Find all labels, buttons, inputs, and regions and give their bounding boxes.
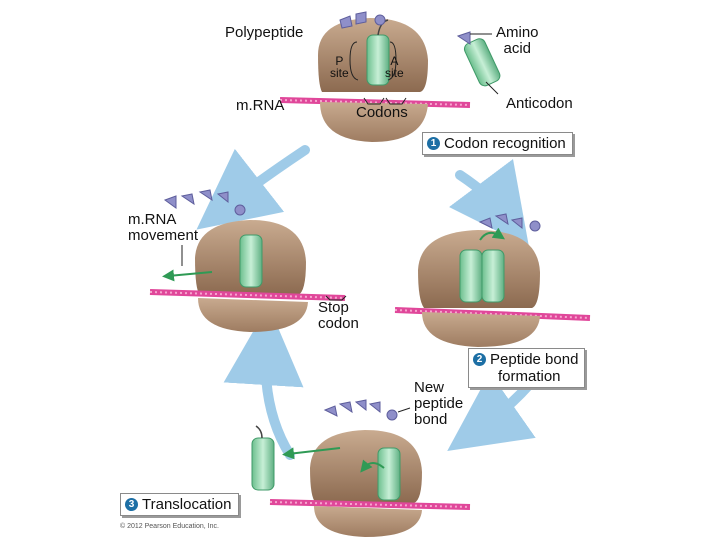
amino-acid-bead [338, 401, 353, 414]
mrna-label-top: m.RNA [236, 97, 285, 114]
new-peptide-bond-label-line3: bond [414, 411, 448, 428]
step-number-badge: 1 [427, 137, 440, 150]
amino-acid-bead [354, 399, 367, 412]
green-arrow-translocation [360, 459, 385, 473]
amino-acid-bead [355, 11, 367, 25]
new-peptide-bond-label-line1: New [414, 379, 445, 396]
step-title: Peptide bond formation [490, 351, 578, 385]
mrna-strand-left [149, 289, 346, 301]
amino-acid-bead [529, 220, 541, 232]
mrna-movement-label: m.RNA movement [128, 212, 198, 244]
green-arrow-mrna-movement [162, 269, 213, 282]
a-site-label-line1: A [390, 54, 399, 68]
amino-acid-label: Amino acid [496, 25, 539, 57]
step-number-badge: 2 [473, 353, 486, 366]
copyright-text: © 2012 Pearson Education, Inc. [120, 523, 219, 530]
amino-acid-bead [374, 14, 386, 26]
ribosome-right [394, 213, 591, 347]
step-title-line1: Peptide bond [490, 351, 579, 368]
polypeptide-label: Polypeptide [225, 24, 304, 41]
amino-acid-bead [216, 191, 229, 204]
step-number-badge: 3 [125, 498, 138, 511]
ribosome-left [149, 189, 347, 332]
step-title-line2: formation [498, 368, 561, 385]
amino-acid-bead [386, 409, 398, 421]
cycle-arrow-top-left [196, 145, 310, 230]
amino-acid-label-line2: acid [503, 40, 532, 57]
p-site-label-line2: site [330, 66, 349, 80]
ribosome-bottom [251, 399, 471, 537]
mrna-movement-label-line2: movement [128, 227, 199, 244]
amino-acid-bead [494, 213, 509, 226]
amino-acid-bead [478, 217, 493, 229]
amino-acid-bead [180, 193, 195, 206]
ribosome-top [279, 11, 501, 142]
amino-acid-bead [368, 401, 381, 414]
mrna-strand-right [394, 307, 591, 321]
a-site-label: A site [385, 55, 404, 79]
amino-acid-label-line1: Amino [496, 24, 539, 41]
new-peptide-bond-label: New peptide bond [414, 380, 463, 428]
step-translocation: 3 Translocation [120, 493, 239, 516]
step-title: Translocation [142, 496, 232, 513]
a-site-label-line2: site [385, 66, 404, 80]
stop-codon-label-line1: Stop [318, 299, 349, 316]
cycle-arrow-top-right [448, 158, 530, 247]
mrna-movement-label-line1: m.RNA [128, 211, 177, 228]
new-peptide-bond-label-line2: peptide [414, 395, 464, 412]
amino-acid-bead [234, 204, 246, 216]
amino-acid-bead [510, 217, 523, 230]
step-peptide-bond-formation: 2 Peptide bond formation [468, 348, 586, 388]
green-arrow-trna-exit [282, 447, 341, 460]
codons-label: Codons [356, 104, 408, 121]
p-site-label: P site [330, 55, 349, 79]
step-codon-recognition: 1 Codon recognition [422, 132, 573, 155]
amino-acid-bead [163, 195, 177, 209]
p-site-label-line1: P [335, 54, 344, 68]
step-title: Codon recognition [444, 135, 566, 152]
stop-codon-label: Stop codon [318, 300, 359, 332]
green-arrow-peptide-transfer [479, 227, 505, 241]
amino-acid-bead [198, 189, 213, 202]
amino-acid-bead [323, 405, 338, 417]
cycle-arrow-bottom-left [223, 305, 304, 460]
stop-codon-label-line2: codon [318, 315, 359, 332]
anticodon-label: Anticodon [506, 95, 573, 112]
amino-acid-bead [339, 15, 353, 29]
